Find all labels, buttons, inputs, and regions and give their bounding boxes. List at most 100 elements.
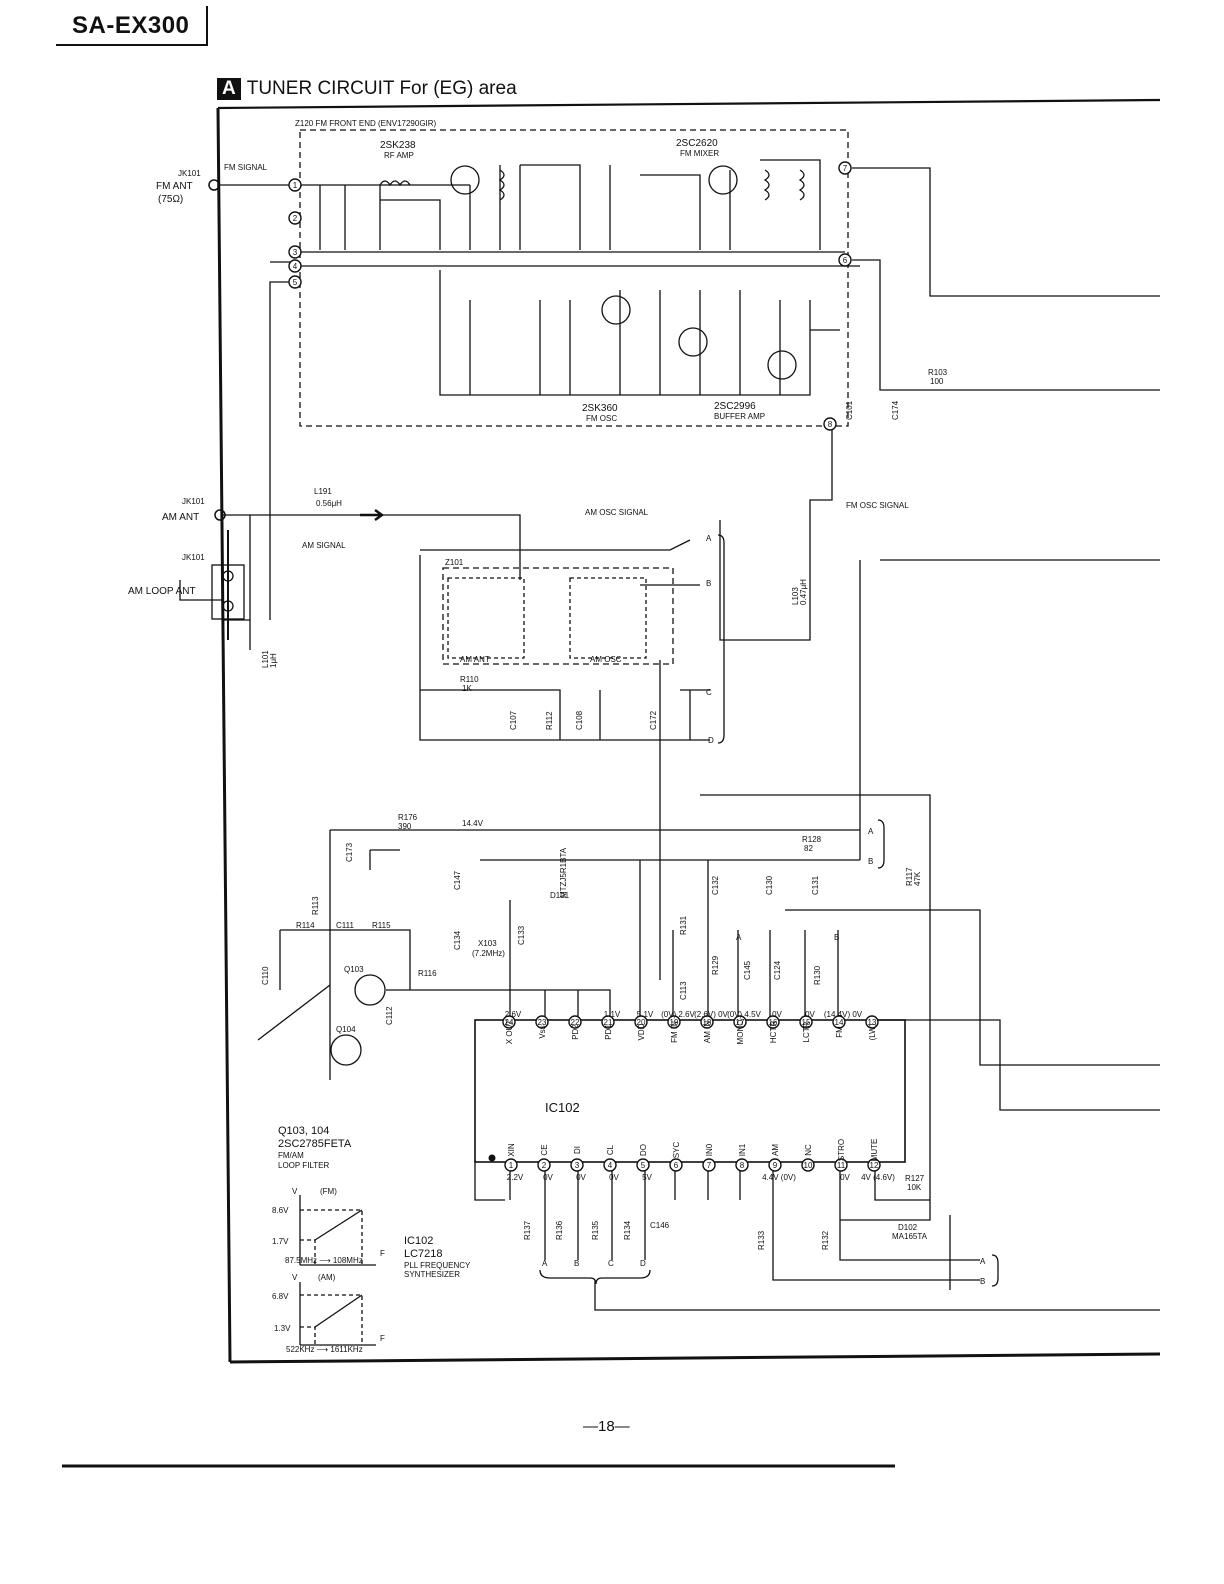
r134-label: R134 xyxy=(623,1220,632,1240)
c110-label: C110 xyxy=(261,966,270,985)
ic-role-2: SYNTHESIZER xyxy=(404,1270,460,1279)
am-ant-terminal-icon xyxy=(214,509,226,521)
l101-value: 1μH xyxy=(269,653,278,668)
ic102-pin-number: 22 xyxy=(571,1018,580,1027)
ic102-pin-voltage: 4V (4.6V) xyxy=(861,1173,895,1182)
ic102-pin-circle xyxy=(669,1158,683,1172)
bus-d-label: D xyxy=(708,736,714,745)
fm-graph-v-low: 1.7V xyxy=(272,1237,289,1246)
jk101-am-label: JK101 xyxy=(182,497,205,506)
ic102-pin-name: IN0 xyxy=(705,1143,714,1156)
ic102-pin-voltage: 1.1V xyxy=(604,1010,621,1019)
r116-label: R116 xyxy=(418,969,437,978)
c133-label: C133 xyxy=(517,925,526,945)
r127-label: R127 xyxy=(905,1174,925,1183)
ic-type-label: LC7218 xyxy=(404,1248,443,1260)
fm-graph-title: (FM) xyxy=(320,1187,337,1196)
r136-label: R136 xyxy=(555,1220,564,1240)
q-role-2: LOOP FILTER xyxy=(278,1161,329,1170)
c111-label: C111 xyxy=(336,921,354,930)
ic102-pin-name: PD1 xyxy=(604,1024,613,1040)
r110-value: 1K xyxy=(462,684,472,693)
ic102-pin1-marker-icon xyxy=(488,1154,496,1162)
rf-amp-part: 2SK238 xyxy=(380,140,416,151)
ic102-pin-name: SYC xyxy=(672,1142,681,1159)
ic102-pin-circle xyxy=(832,1015,846,1029)
ic102-pin-circle xyxy=(865,1015,879,1029)
ic102-pin-number: 24 xyxy=(505,1018,514,1027)
ic102-pin-circle xyxy=(834,1158,848,1172)
r117-value: 47K xyxy=(913,871,922,886)
ic102-pin-circle xyxy=(768,1158,782,1172)
c134-label: C134 xyxy=(453,930,462,950)
ic102-pin-circle xyxy=(799,1015,813,1029)
ic102-pin-voltage: 0V xyxy=(543,1173,553,1182)
ic102-pin-8: 8 IN1 xyxy=(735,1143,749,1172)
ic102-pin-circle xyxy=(568,1015,582,1029)
ic102-pin-voltage: 0V xyxy=(772,1010,782,1019)
ic102-pin-number: 14 xyxy=(835,1018,844,1027)
osc-part: 2SK360 xyxy=(582,403,618,414)
ic102-pin-name: IN1 xyxy=(738,1143,747,1156)
ic102-pin-circle xyxy=(700,1015,714,1029)
svg-text:7: 7 xyxy=(843,164,848,173)
ic102-pin-number: 16 xyxy=(769,1018,778,1027)
mixer-role: FM MIXER xyxy=(680,149,719,158)
fm-graph-f-axis: F xyxy=(380,1249,385,1258)
ic102-pin-circle xyxy=(702,1158,716,1172)
ic102-pin-circle xyxy=(867,1158,881,1172)
bus-a-res-label: A xyxy=(542,1259,548,1268)
fe-pin-6: 6 xyxy=(838,253,852,267)
bus-b-label: B xyxy=(706,579,711,588)
ic102-pin-circle xyxy=(735,1158,749,1172)
am-graph-v-low: 1.3V xyxy=(274,1324,291,1333)
bus-b-ic-label: B xyxy=(834,933,839,942)
ic102-pin-name: FM IN xyxy=(670,1021,679,1043)
ic102-pin-voltage: 5.1V xyxy=(637,1010,654,1019)
bus-d-res-label: D xyxy=(640,1259,646,1268)
ic102-pin-number: 4 xyxy=(608,1161,613,1170)
fm-ant-jack-icon xyxy=(208,179,220,191)
ic102-pin-13: 13(LW) xyxy=(865,1015,879,1040)
ic102-pin-voltage: 2.6V xyxy=(505,1010,522,1019)
ic102-pin-name: XIN xyxy=(507,1143,516,1157)
ic102-pin-name: HCTR xyxy=(769,1021,778,1043)
fm-graph-v-high: 8.6V xyxy=(272,1206,289,1215)
svg-text:6: 6 xyxy=(843,256,848,265)
ic102-pin-name: AM xyxy=(771,1144,780,1156)
ic102-pin-number: 17 xyxy=(736,1018,745,1027)
c131-label: C131 xyxy=(811,875,820,895)
ic102-pin-number: 18 xyxy=(703,1018,712,1027)
ic102-pin-name: FM xyxy=(835,1026,844,1038)
am-graph-v-high: 6.8V xyxy=(272,1292,289,1301)
c146-label: C146 xyxy=(650,1221,670,1230)
ic102-pin-voltage: 0V xyxy=(840,1173,850,1182)
am-loop-ant-label: AM LOOP ANT xyxy=(128,586,196,597)
jk101-loop-label: JK101 xyxy=(182,553,205,562)
fe-pin-5: 5 xyxy=(288,275,302,289)
section-badge: A xyxy=(217,78,241,100)
fe-pin-1: 1 xyxy=(288,178,302,192)
am-graph-title: (AM) xyxy=(318,1273,336,1282)
c113-label: C113 xyxy=(679,981,688,1000)
ic102-pin-voltage: 0V xyxy=(609,1173,619,1182)
ic102-pin-circle xyxy=(801,1158,815,1172)
ic102-pin-circle xyxy=(504,1158,518,1172)
r115-label: R115 xyxy=(372,921,391,930)
r132-label: R132 xyxy=(821,1230,830,1250)
r128-value: 82 xyxy=(804,844,813,853)
ic102-pin-number: 8 xyxy=(740,1161,745,1170)
supply-voltage: 14.4V xyxy=(462,819,484,828)
ic102-pin-name: MUTE xyxy=(870,1139,879,1162)
c173-label: C173 xyxy=(345,842,354,862)
